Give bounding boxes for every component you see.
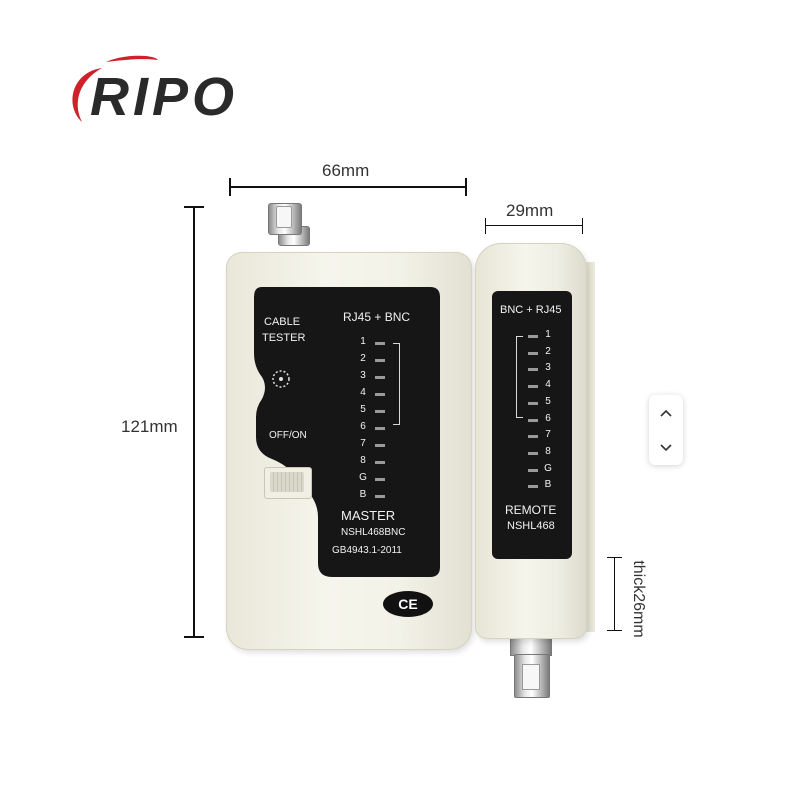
master-pin-label: 3 [360, 370, 366, 381]
brand-logo: RIPO [62, 50, 252, 130]
dimension-tick-left [229, 178, 231, 196]
dimension-tick-right [465, 178, 467, 196]
dimension-label-thickness: thick26mm [630, 560, 647, 638]
dimension-label-remote-width: 29mm [506, 201, 554, 220]
master-pin-label: G [359, 472, 367, 483]
pin-led-indicator [528, 435, 538, 439]
pin-led-indicator [375, 359, 385, 362]
master-standard: GB4943.1-2011 [332, 545, 402, 556]
master-bnc-socket [276, 206, 292, 228]
remote-name: REMOTE [505, 503, 557, 517]
master-pin-label: 7 [360, 438, 366, 449]
carousel-prev-button[interactable] [649, 395, 683, 430]
pin-led-indicator [375, 478, 385, 481]
power-led-icon [272, 370, 290, 388]
remote-model: NSHL468 [507, 520, 555, 532]
pin-led-indicator [528, 418, 538, 422]
pin-led-indicator [528, 351, 538, 355]
dimension-label-height: 121mm [121, 417, 178, 436]
master-pin-label: 4 [360, 387, 366, 398]
switch-label: OFF/ON [269, 430, 307, 441]
dimension-line-thickness [614, 557, 615, 630]
remote-bnc-socket [522, 664, 540, 690]
master-name: MASTER [341, 508, 396, 523]
remote-pin-label: G [544, 462, 552, 474]
pin-led-indicator [375, 376, 385, 379]
pin-led-indicator [528, 368, 538, 372]
remote-pin-label: 2 [545, 345, 551, 357]
remote-pin-label: B [544, 479, 552, 491]
pin-led-indicator [375, 410, 385, 413]
master-pin-bracket [393, 343, 400, 425]
dimension-tick-thick-bottom [607, 630, 622, 631]
chevron-down-icon [660, 443, 672, 451]
master-panel [254, 287, 440, 577]
dimension-line-master-width [230, 186, 466, 188]
remote-pin-label: 3 [545, 362, 551, 374]
pin-led-indicator [528, 401, 538, 405]
dimension-line-height [193, 207, 195, 638]
master-pin-label: 1 [360, 336, 366, 347]
master-model: NSHL468BNC [341, 527, 406, 538]
master-pin-label: 5 [360, 404, 366, 415]
remote-pin-label: 5 [545, 395, 551, 407]
remote-pin-label: 4 [545, 379, 551, 391]
pin-led-indicator [528, 335, 538, 338]
pin-led-indicator [375, 461, 385, 464]
remote-pin-label: 1 [545, 329, 551, 340]
pin-led-indicator [528, 385, 538, 389]
dimension-tick-remote-left [485, 218, 486, 234]
chevron-up-icon [660, 409, 672, 417]
master-label-line1: CABLE [264, 316, 301, 328]
dimension-label-master-width: 66mm [322, 161, 370, 180]
master-pin-label: B [359, 489, 367, 500]
master-pin-label: 8 [360, 455, 366, 466]
pin-led-indicator [375, 495, 385, 498]
remote-pin-bracket [516, 336, 523, 418]
dimension-tick-top [184, 206, 204, 208]
pin-led-indicator [375, 444, 385, 447]
remote-pin-label: 6 [545, 412, 551, 424]
pin-led-indicator [375, 393, 385, 396]
pin-led-indicator [528, 468, 538, 472]
master-pin-label: 2 [360, 353, 366, 364]
remote-pin-label: 7 [545, 429, 551, 441]
pin-led-indicator [528, 485, 538, 489]
remote-connector-title: BNC + RJ45 [500, 304, 562, 316]
dimension-tick-bottom [184, 636, 204, 638]
remote-pin-list: 1 2 3 4 5 6 7 8 G B [512, 329, 562, 499]
power-switch-knob[interactable] [270, 472, 304, 492]
master-label-line2: TESTER [262, 332, 306, 344]
ce-mark: CE [383, 591, 433, 617]
master-pin-list: 1 2 3 4 5 6 7 8 G B [357, 336, 407, 506]
pin-led-indicator [528, 451, 538, 455]
dimension-tick-thick-top [607, 557, 622, 558]
remote-pin-label: 8 [545, 445, 551, 457]
carousel-next-button[interactable] [649, 430, 683, 465]
pin-led-indicator [375, 427, 385, 430]
image-carousel-control [649, 395, 683, 465]
pin-led-indicator [375, 342, 385, 345]
master-pin-label: 6 [360, 421, 366, 432]
dimension-line-remote-width [486, 225, 582, 226]
logo-swoosh [72, 55, 158, 122]
master-connector-title: RJ45 + BNC [343, 310, 411, 324]
dimension-tick-remote-right [582, 218, 583, 234]
logo-text: RIPO [90, 67, 239, 127]
